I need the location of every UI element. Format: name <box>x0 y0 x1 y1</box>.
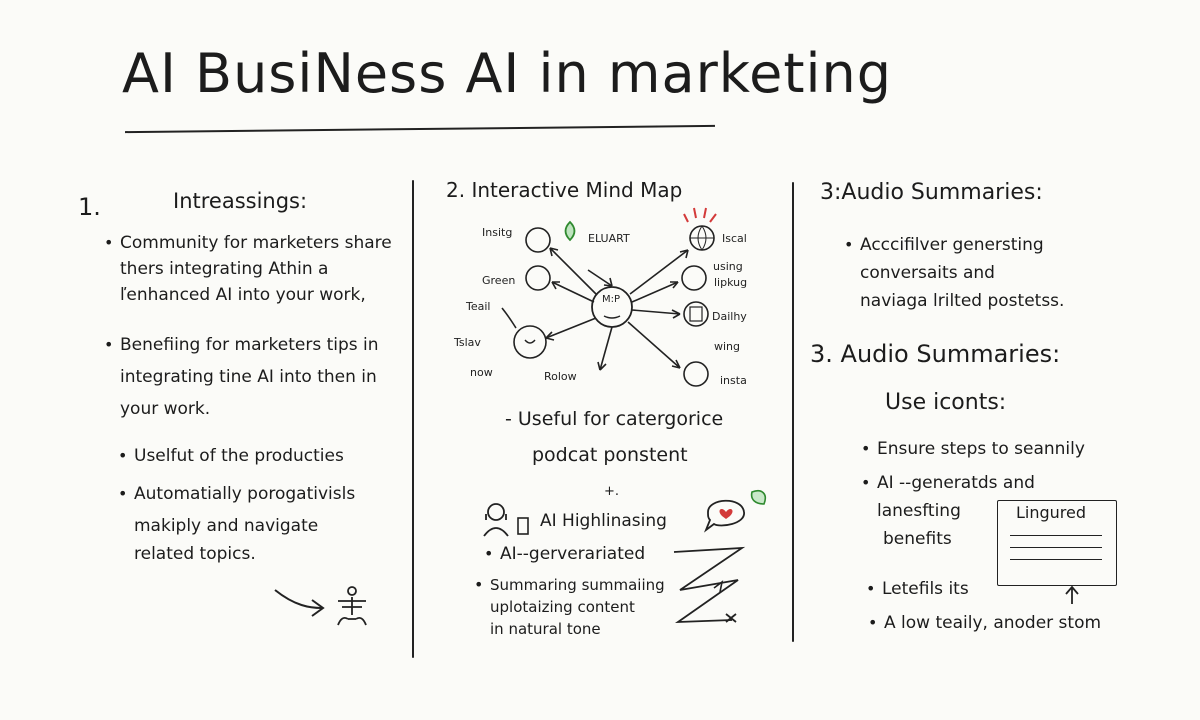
arrow-icon <box>274 589 325 617</box>
list-item: Ensure steps to seannily <box>861 438 1085 460</box>
list-item: Letefils its <box>866 578 969 600</box>
mind-map-center-node <box>591 286 633 328</box>
list-item-line: Uselfut of the producties <box>134 446 344 466</box>
list-item-line: lanesfting <box>877 501 961 521</box>
mind-map-caption: - Useful for catergorice <box>505 408 724 430</box>
headset-person-icon <box>483 503 529 537</box>
list-item: AI --generatds and lanesfting benefits <box>861 472 1035 550</box>
mind-map-label: now <box>470 366 493 379</box>
title-underline <box>125 124 715 134</box>
person-icon <box>681 265 707 291</box>
list-item-line: AI--gerverariated <box>500 544 646 564</box>
list-item-line: Automatially porogativisls <box>134 484 356 504</box>
list-item: A low teaily, anoder stom <box>868 612 1102 634</box>
column-divider-right <box>792 182 794 642</box>
card-line <box>1010 547 1102 548</box>
list-item-line: Letefils its <box>882 579 969 599</box>
list-item-line: naviaga lrilted postetss. <box>860 291 1065 311</box>
section-heading-interests: Intreassings: <box>173 189 308 213</box>
list-item-line: your work. <box>120 399 211 419</box>
list-item: Automatially porogativisls makiply and n… <box>118 483 356 565</box>
leaf-icon <box>750 489 767 505</box>
mind-map-diagram <box>501 207 717 387</box>
person-icon <box>337 586 367 626</box>
smiley-face-icon <box>513 325 547 359</box>
list-item-line: related topics. <box>134 544 256 564</box>
section-subheading: Use iconts: <box>885 390 1007 415</box>
zigzag-arrow-icon <box>673 546 746 624</box>
plus-mark: +. <box>604 484 620 499</box>
list-item: Summaring summaiing uplotaizing content … <box>474 575 665 639</box>
card-line <box>1010 559 1102 560</box>
section-heading-audio-1: 3:Audio Summaries: <box>820 180 1043 205</box>
list-item: Uselfut of the producties <box>118 445 344 467</box>
person-icon <box>683 361 709 387</box>
list-item-line: makiply and navigate <box>134 516 319 536</box>
list-item-line: uplotaizing content <box>490 598 635 616</box>
mind-map-label: ELUART <box>588 232 630 245</box>
person-icon <box>525 265 551 291</box>
list-item-line: Benefiing for marketers tips in <box>120 335 379 355</box>
list-item-line: Ensure steps to seannily <box>877 439 1085 459</box>
mind-map-label: M:P <box>602 294 621 305</box>
ai-highlight-label: AI Highlinasing <box>540 511 667 531</box>
list-item-line: Summaring summaiing <box>490 576 665 594</box>
mind-map-label: Insitg <box>482 226 513 239</box>
mind-map-label: wing <box>714 340 741 353</box>
section-number: 1. <box>78 193 101 221</box>
list-item: AI--gerverariated <box>484 543 646 565</box>
list-item-line: integrating tine AI into then in <box>120 367 377 387</box>
list-item-line: thers integrating Athin a <box>120 259 329 279</box>
card-label: Lingured <box>1016 503 1087 522</box>
section-heading-mind-map: 2. Interactive Mind Map <box>446 178 683 202</box>
document-icon <box>683 301 709 327</box>
list-item-line: in natural tone <box>490 620 601 638</box>
card-line <box>1010 535 1102 536</box>
up-arrow-icon <box>1065 585 1079 604</box>
list-item-line: Community for marketers share <box>120 233 392 253</box>
mind-map-label: Green <box>482 274 516 287</box>
lingured-card: Lingured <box>997 500 1117 586</box>
mind-map-label: Iscal <box>722 232 747 245</box>
mind-map-label: insta <box>720 374 747 387</box>
list-item-line: benefits <box>883 529 952 549</box>
list-item-line: Acccifilver genersting <box>860 235 1044 255</box>
mind-map-label: Dailhy <box>712 310 747 323</box>
mind-map-label: Rolow <box>544 370 577 383</box>
column-divider-left <box>412 180 414 658</box>
mind-map-caption: podcat ponstent <box>532 444 688 466</box>
smiley-face-icon <box>525 227 551 253</box>
location-pin-icon <box>564 220 576 242</box>
list-item: Community for marketers share thers inte… <box>104 232 392 306</box>
page-title: AI BusiNess AI in marketing <box>122 42 893 105</box>
list-item-line: ľenhanced AI into your work, <box>120 285 366 305</box>
mind-map-label: lipkug <box>714 276 748 289</box>
section-heading-audio-2: 3. Audio Summaries: <box>810 340 1061 368</box>
mind-map-label: using <box>713 260 743 273</box>
mind-map-label: Tslav <box>454 336 481 349</box>
list-item-line: conversaits and <box>860 263 995 283</box>
list-item-line: AI --generatds and <box>877 473 1035 493</box>
chat-bubble-heart-icon <box>703 489 767 533</box>
list-item-line: A low teaily, anoder stom <box>884 613 1102 633</box>
list-item: Acccifilver genersting conversaits and n… <box>844 234 1065 312</box>
mind-map-label: Teail <box>466 300 491 313</box>
list-item: Benefiing for marketers tips in integrat… <box>104 334 379 420</box>
